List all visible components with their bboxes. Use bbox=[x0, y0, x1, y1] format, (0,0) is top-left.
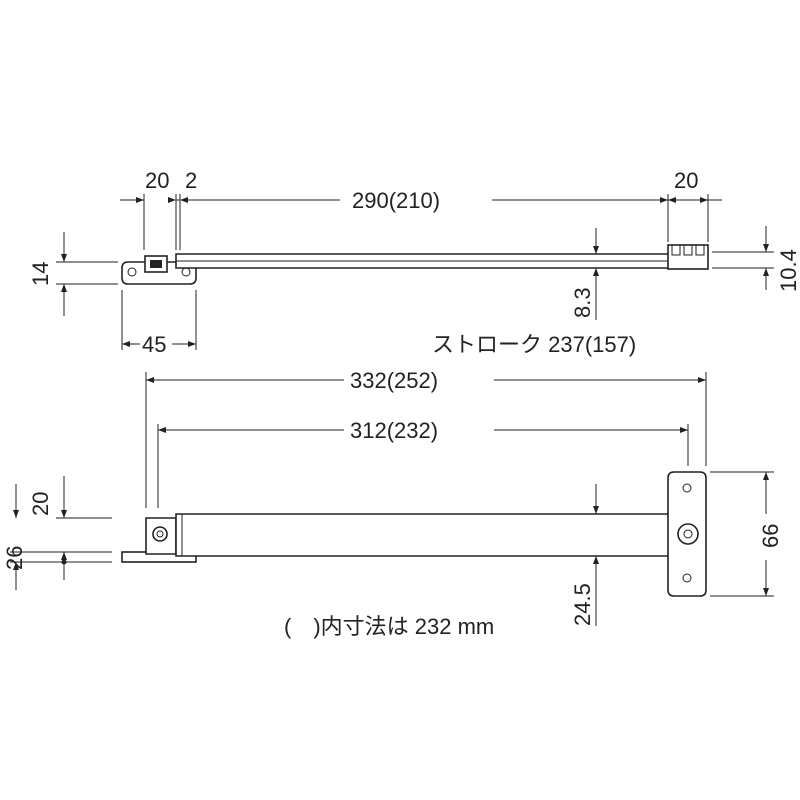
arrow bbox=[188, 341, 196, 347]
dim-point bbox=[61, 559, 67, 565]
top-left-hole bbox=[127, 267, 137, 277]
arrow bbox=[763, 268, 769, 276]
arrow bbox=[122, 341, 130, 347]
dim-bottom-left-26: 26 bbox=[2, 546, 27, 570]
arrow bbox=[698, 377, 706, 383]
top-right-end bbox=[667, 244, 709, 270]
dim-bottom-right-66: 66 bbox=[758, 524, 783, 548]
top-right-detail-c bbox=[695, 244, 705, 256]
dim-top-height-right: 10.4 bbox=[776, 249, 800, 292]
top-pivot-detail bbox=[150, 260, 162, 268]
dim-bottom-offset: 24.5 bbox=[570, 583, 595, 626]
top-right-detail-a bbox=[671, 244, 681, 256]
bottom-right-hole-top bbox=[682, 483, 692, 493]
arrow bbox=[763, 244, 769, 252]
top-view: 20 2 290(210) 20 14 10.4 bbox=[28, 168, 800, 357]
arrow bbox=[146, 377, 154, 383]
arrow bbox=[660, 197, 668, 203]
dim-top-length: 290(210) bbox=[352, 188, 440, 213]
bottom-left-hole bbox=[152, 526, 168, 542]
bottom-right-hole-bottom bbox=[682, 573, 692, 583]
bottom-view: 332(252) 312(232) 20 bbox=[2, 368, 783, 639]
arrow bbox=[61, 552, 67, 560]
arrow bbox=[168, 197, 176, 203]
arrow bbox=[13, 510, 19, 518]
arrow bbox=[136, 197, 144, 203]
arrow bbox=[180, 197, 188, 203]
dim-top-base: 45 bbox=[142, 332, 166, 357]
arrow bbox=[763, 588, 769, 596]
arrow bbox=[61, 284, 67, 292]
inner-dimension-note: ( )内寸法は 232 mm bbox=[284, 614, 494, 639]
arrow bbox=[593, 246, 599, 254]
dim-bottom-inner: 312(232) bbox=[350, 418, 438, 443]
bottom-left-hole-inner bbox=[156, 530, 164, 538]
arrow bbox=[158, 427, 166, 433]
dim-top-height-left: 14 bbox=[28, 262, 53, 286]
arrow bbox=[593, 268, 599, 276]
dim-top-gap: 2 bbox=[185, 168, 197, 193]
dim-top-offset: 8.3 bbox=[570, 287, 595, 318]
dim-bottom-left-20: 20 bbox=[28, 492, 53, 516]
arrow bbox=[680, 427, 688, 433]
arrow bbox=[668, 197, 676, 203]
stroke-label: ストローク 237(157) bbox=[432, 332, 636, 357]
arrow bbox=[593, 506, 599, 514]
dim-bottom-outer: 332(252) bbox=[350, 368, 438, 393]
arrow bbox=[593, 556, 599, 564]
arrow bbox=[763, 472, 769, 480]
arrow bbox=[61, 254, 67, 262]
arrow bbox=[13, 562, 19, 570]
bottom-arm bbox=[175, 513, 693, 557]
bottom-right-pivot bbox=[677, 523, 699, 545]
dim-top-left-width: 20 bbox=[145, 168, 169, 193]
top-right-detail-b bbox=[683, 244, 693, 256]
dim-top-right-width: 20 bbox=[674, 168, 698, 193]
bottom-right-pivot-inner bbox=[683, 529, 693, 539]
arrow bbox=[61, 510, 67, 518]
arrow bbox=[700, 197, 708, 203]
